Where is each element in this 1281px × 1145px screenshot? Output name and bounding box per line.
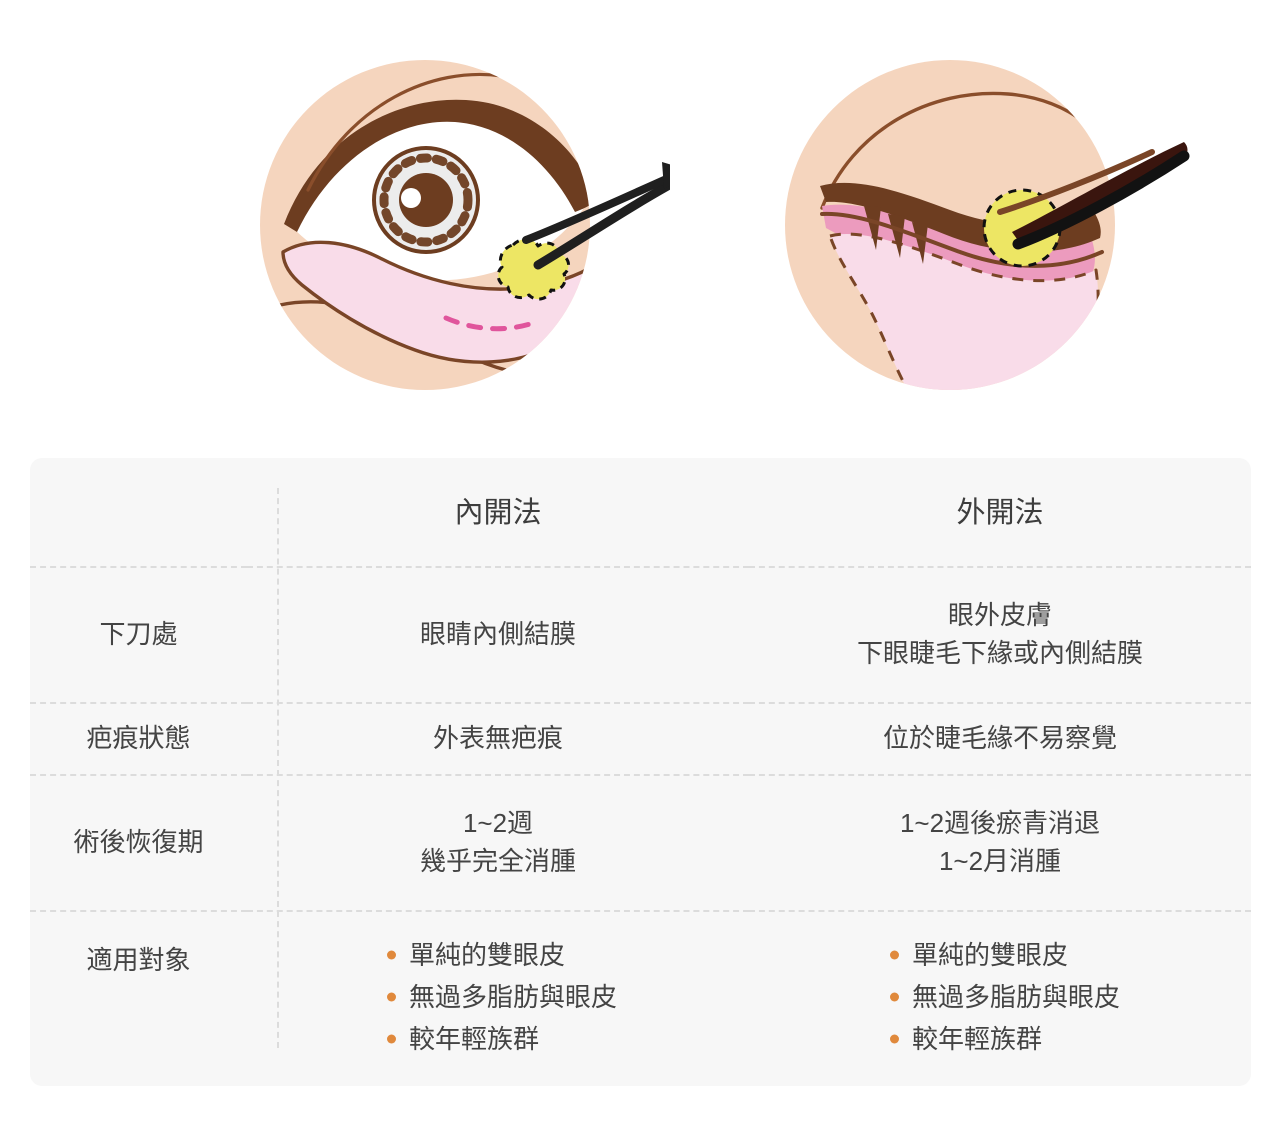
forceps-instrument bbox=[522, 162, 670, 270]
cell-line: 外表無疤痕 bbox=[432, 723, 563, 754]
cell-incision-site-inner: 眼睛內側結膜 bbox=[247, 567, 749, 705]
forceps-instrument bbox=[997, 142, 1190, 250]
list-item: 無過多脂肪與眼皮 bbox=[385, 976, 617, 1018]
comparison-table: 內開法 外開法 下刀處 眼睛內側結膜 眼外皮膚 下眼睫毛下緣或內側結膜 疤痕狀態… bbox=[30, 458, 1251, 1111]
eye-highlight bbox=[401, 188, 421, 208]
illustration-row bbox=[0, 0, 1281, 450]
list-item-label: 單純的雙眼皮 bbox=[911, 940, 1068, 971]
cell-candidates-inner: 單純的雙眼皮 無過多脂肪與眼皮 較年輕族群 bbox=[247, 911, 749, 1111]
incision-dashed-line bbox=[443, 315, 539, 332]
lower-lid-line bbox=[820, 211, 1104, 268]
list-item: 單純的雙眼皮 bbox=[385, 934, 617, 976]
illustration-outer-approach bbox=[760, 0, 1200, 450]
list-item-label: 較年輕族群 bbox=[911, 1024, 1042, 1055]
table-row-incision-site: 下刀處 眼睛內側結膜 眼外皮膚 下眼睫毛下緣或內側結膜 bbox=[30, 567, 1251, 705]
comparison-table-card: 內開法 外開法 下刀處 眼睛內側結膜 眼外皮膚 下眼睫毛下緣或內側結膜 疤痕狀態… bbox=[30, 458, 1251, 1086]
cell-scar-state-outer: 位於睫毛緣不易察覺 bbox=[749, 703, 1251, 777]
bullet-dot-icon bbox=[889, 1034, 899, 1044]
cell-line: 眼睛內側結膜 bbox=[419, 619, 576, 650]
table-header-row: 內開法 外開法 bbox=[30, 458, 1251, 569]
table-row-scar-state: 疤痕狀態 外表無疤痕 位於睫毛緣不易察覺 bbox=[30, 703, 1251, 777]
row-label-candidates: 適用對象 bbox=[86, 945, 191, 976]
upper-lash-line bbox=[284, 99, 590, 232]
cell-line: 幾乎完全消腫 bbox=[419, 846, 576, 877]
row-label-recovery: 術後恢復期 bbox=[30, 775, 247, 913]
row-label-incision-site: 下刀處 bbox=[30, 567, 247, 705]
cell-recovery-outer: 1~2週後瘀青消退 1~2月消腫 bbox=[749, 775, 1251, 913]
cell-line: 眼外皮膚 bbox=[947, 600, 1052, 631]
cell-candidates-outer: 單純的雙眼皮 無過多脂肪與眼皮 較年輕族群 bbox=[749, 911, 1251, 1111]
list-item: 較年輕族群 bbox=[888, 1018, 1120, 1060]
bullet-dot-icon bbox=[386, 950, 396, 960]
cell-line: 位於睫毛緣不易察覺 bbox=[882, 723, 1117, 754]
iris bbox=[372, 146, 480, 254]
list-item-label: 較年輕族群 bbox=[408, 1024, 539, 1055]
cell-line: 下眼睫毛下緣或內側結膜 bbox=[856, 638, 1143, 669]
table-row-candidates: 適用對象 單純的雙眼皮 無過多脂肪與眼皮 較年輕族群 單純的雙眼皮 bbox=[30, 911, 1251, 1111]
cell-recovery-inner: 1~2週 幾乎完全消腫 bbox=[247, 775, 749, 913]
list-item: 無過多脂肪與眼皮 bbox=[888, 976, 1120, 1018]
list-item: 較年輕族群 bbox=[385, 1018, 617, 1060]
table-row-recovery: 術後恢復期 1~2週 幾乎完全消腫 1~2週後瘀青消退 1~2月消腫 bbox=[30, 775, 1251, 913]
eyebag-region bbox=[828, 232, 1100, 390]
bullet-dot-icon bbox=[386, 1034, 396, 1044]
candidates-list-outer: 單純的雙眼皮 無過多脂肪與眼皮 較年輕族群 bbox=[888, 934, 1120, 1060]
cell-line: 1~2週 bbox=[462, 808, 534, 839]
header-empty-cell bbox=[30, 458, 247, 569]
list-item-label: 無過多脂肪與眼皮 bbox=[911, 982, 1120, 1013]
cell-scar-state-inner: 外表無疤痕 bbox=[247, 703, 749, 777]
candidates-list-inner: 單純的雙眼皮 無過多脂肪與眼皮 較年輕族群 bbox=[385, 934, 617, 1060]
list-item: 單純的雙眼皮 bbox=[888, 934, 1120, 976]
header-method-inner: 內開法 bbox=[247, 458, 749, 569]
cell-line: 1~2月消腫 bbox=[938, 846, 1062, 877]
bullet-dot-icon bbox=[386, 992, 396, 1002]
bullet-dot-icon bbox=[889, 992, 899, 1002]
row-label-scar-state: 疤痕狀態 bbox=[30, 703, 247, 777]
eyelashes bbox=[864, 206, 928, 264]
bullet-dot-icon bbox=[889, 950, 899, 960]
header-method-outer: 外開法 bbox=[749, 458, 1251, 569]
cell-line: 1~2週後瘀青消退 bbox=[899, 808, 1101, 839]
pupil bbox=[399, 173, 453, 227]
illustration-inner-approach bbox=[250, 0, 670, 450]
cell-incision-site-outer: 眼外皮膚 下眼睫毛下緣或內側結膜 bbox=[749, 567, 1251, 705]
list-item-label: 無過多脂肪與眼皮 bbox=[408, 982, 617, 1013]
list-item-label: 單純的雙眼皮 bbox=[408, 940, 565, 971]
